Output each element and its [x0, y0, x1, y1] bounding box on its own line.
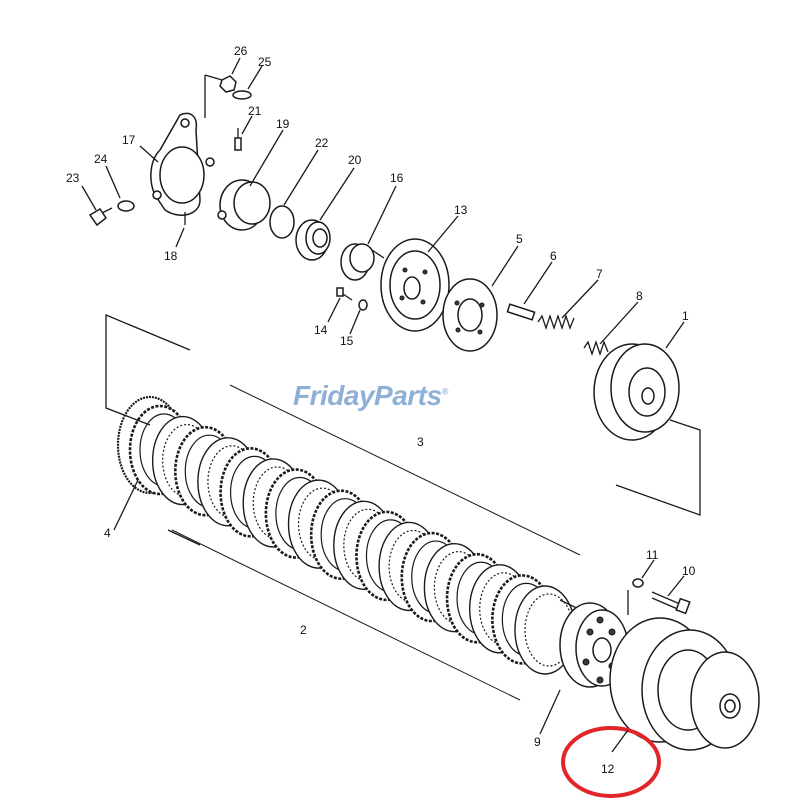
washer-part [117, 200, 135, 212]
callout-14: 14 [314, 323, 328, 337]
nut-part [219, 75, 237, 93]
bolt-part [88, 207, 113, 227]
callout-2: 2 [300, 623, 307, 637]
retainer-part [340, 243, 385, 281]
clutch-boss-part [593, 343, 680, 441]
circlip-part [269, 205, 295, 239]
washer-part [358, 299, 368, 311]
callout-25: 25 [258, 55, 272, 69]
callout-21: 21 [248, 104, 262, 118]
spring-part [537, 313, 575, 331]
washer-part [232, 90, 252, 100]
highlight-circle [561, 726, 661, 798]
callout-8: 8 [636, 289, 643, 303]
callout-4: 4 [104, 526, 111, 540]
callout-11: 11 [646, 548, 659, 562]
washer-part [632, 578, 644, 588]
callout-13: 13 [454, 203, 468, 217]
spring-part [583, 339, 609, 357]
callout-7: 7 [596, 267, 603, 281]
callout-labels: 26 25 21 19 17 24 23 18 22 20 16 13 5 6 … [66, 44, 696, 776]
callout-1: 1 [682, 309, 689, 323]
clutch-housing-part [609, 617, 760, 751]
bearing-housing-part [217, 179, 271, 231]
callout-26: 26 [234, 44, 248, 58]
watermark-registered-mark: ® [441, 386, 449, 397]
bolt-part [651, 591, 691, 615]
callout-9: 9 [534, 735, 541, 749]
callout-19: 19 [276, 117, 290, 131]
callout-12: 12 [601, 762, 615, 776]
clutch-plate-stack [116, 384, 581, 701]
callout-15: 15 [340, 334, 354, 348]
callout-6: 6 [550, 249, 557, 263]
bolt-part [336, 287, 353, 301]
watermark-text: FridayParts [293, 380, 442, 411]
callout-24: 24 [94, 152, 108, 166]
callout-20: 20 [348, 153, 362, 167]
plate-part [442, 278, 498, 352]
push-rod-part [506, 303, 536, 321]
pressure-plate-part [380, 238, 450, 332]
bracket-line [229, 384, 581, 556]
callout-16: 16 [390, 171, 404, 185]
leader-lines [81, 57, 685, 753]
callout-18: 18 [164, 249, 178, 263]
callout-23: 23 [66, 171, 80, 185]
bracket-line [171, 529, 521, 701]
lever-bracket-part [150, 112, 215, 225]
watermark-logo: FridayParts® [293, 380, 448, 412]
callout-17: 17 [122, 133, 136, 147]
callout-22: 22 [315, 136, 329, 150]
bearing-part [295, 219, 331, 261]
pressure-plate-part [559, 602, 629, 688]
callout-3: 3 [417, 435, 424, 449]
callout-10: 10 [682, 564, 696, 578]
callout-5: 5 [516, 232, 523, 246]
